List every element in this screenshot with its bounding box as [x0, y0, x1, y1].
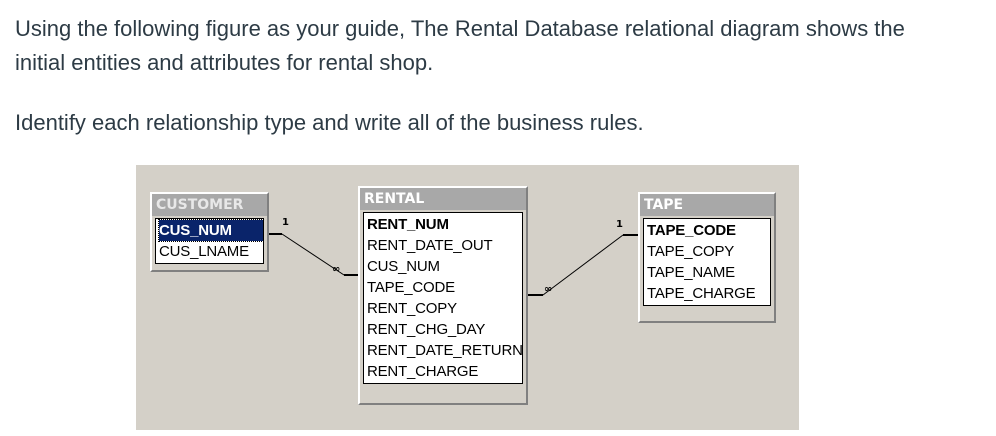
tape-one-label: 1 [616, 219, 623, 230]
field-tape-copy[interactable]: TAPE_COPY [647, 243, 735, 260]
field-cus-num-fk[interactable]: CUS_NUM [367, 258, 440, 275]
question-intro: Using the following figure as your guide… [15, 16, 905, 75]
tape-table[interactable]: TAPE TAPE_CODE TAPE_COPY TAPE_NAME TAPE_… [638, 192, 776, 323]
field-tape-name[interactable]: TAPE_NAME [647, 264, 735, 281]
customer-one-label: 1 [282, 217, 289, 228]
field-rent-date-return[interactable]: RENT_DATE_RETURN [367, 342, 523, 359]
field-cus-lname[interactable]: CUS_LNAME [159, 243, 249, 260]
tape-table-title[interactable]: TAPE [640, 194, 774, 216]
question-task: Identify each relationship type and writ… [15, 110, 644, 135]
customer-table-title[interactable]: CUSTOMER [152, 194, 267, 216]
field-rent-chg-day[interactable]: RENT_CHG_DAY [367, 321, 486, 338]
rental-table-title[interactable]: RENTAL [360, 188, 526, 210]
customer-table[interactable]: CUSTOMER CUS_NUM CUS_LNAME [150, 192, 269, 272]
relationship-lines: 1 ∞ ∞ 1 [269, 217, 638, 296]
customer-rental-line [281, 233, 345, 276]
rental-many-label-2: ∞ [544, 284, 552, 295]
tape-field-list[interactable]: TAPE_CODE TAPE_COPY TAPE_NAME TAPE_CHARG… [643, 218, 771, 306]
relationship-diagram: 1 ∞ ∞ 1 CUSTOMER CUS_NUM CUS_LNAME RENTA… [136, 165, 799, 430]
field-tape-code[interactable]: TAPE_CODE [647, 222, 736, 239]
customer-field-list[interactable]: CUS_NUM CUS_LNAME [155, 218, 264, 264]
rental-table[interactable]: RENTAL RENT_NUM RENT_DATE_OUT CUS_NUM TA… [358, 186, 528, 405]
field-rent-date-out[interactable]: RENT_DATE_OUT [367, 237, 493, 254]
field-rent-copy[interactable]: RENT_COPY [367, 300, 457, 317]
rental-field-list[interactable]: RENT_NUM RENT_DATE_OUT CUS_NUM TAPE_CODE… [363, 212, 523, 384]
field-tape-code-fk[interactable]: TAPE_CODE [367, 279, 455, 296]
field-cus-num[interactable]: CUS_NUM [158, 219, 264, 242]
tape-rental-line [542, 234, 624, 296]
field-rent-charge[interactable]: RENT_CHARGE [367, 363, 479, 380]
field-rent-num[interactable]: RENT_NUM [367, 216, 449, 233]
field-tape-charge[interactable]: TAPE_CHARGE [647, 285, 756, 302]
rental-many-label-1: ∞ [332, 264, 340, 275]
